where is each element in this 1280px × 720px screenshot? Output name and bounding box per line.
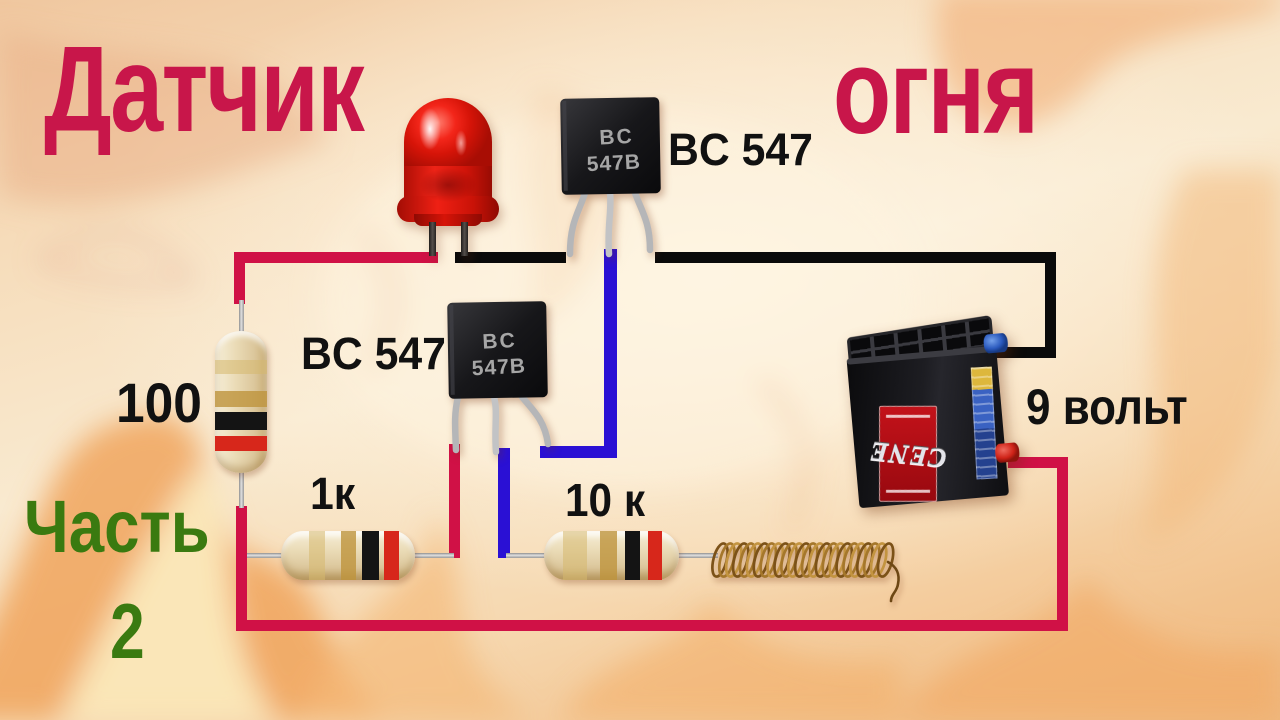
resistor-1k-left-lead [247,553,285,558]
battery-brand-text: CENE [867,435,949,474]
wire-red-left-vertical [236,506,247,631]
wire-blue-base1-vertical [604,249,617,458]
wire-red-bottom-rail [236,620,1068,631]
title-word-left: Датчик [44,21,365,157]
resistor-100-bottom-lead [239,472,244,508]
label-battery-voltage: 9 вольт [1026,379,1188,435]
resistor-1k [281,531,415,580]
wire-red-led-top [234,252,438,263]
resistor-band [384,531,399,580]
label-bc547-top: BC 547 [668,124,813,175]
resistor-10k [544,531,679,580]
wire-black-right-vertical [1045,252,1056,358]
transistor-bottom-bc547: BC 547B [447,301,552,456]
wire-blue-base2-vertical [498,448,510,558]
label-resistor-10k: 10 к [565,474,646,526]
resistor-10k-left-lead [506,553,548,558]
resistor-100-top-lead [239,300,244,334]
resistor-band [341,531,356,580]
resistor-1k-right-lead [412,553,454,558]
red-led [397,96,499,261]
led-inner-shadow [419,168,477,202]
label-resistor-1k: 1к [310,468,356,519]
led-highlight-2 [455,130,467,156]
title-word-right: огня [833,23,1039,159]
led-neck [414,214,482,226]
battery-negative-terminal [982,332,1009,354]
wire-blue-collector2-horizontal [540,446,617,458]
resistor-band [600,531,617,580]
resistor-band [215,391,267,407]
resistor-band [215,360,267,374]
resistor-band [648,531,662,580]
wire-black-top-rail [655,252,1056,263]
wire-red-left-corner [234,252,245,304]
resistor-10k-right-lead [676,553,718,558]
coil-sensor [711,542,900,603]
battery-9v: CENE [844,314,1021,516]
transistor-print-line1: BC [599,125,635,150]
label-bc547-bottom: BC 547 [301,328,446,379]
resistor-band [563,531,587,580]
label-resistor-100: 100 [116,371,202,434]
wire-black-led-to-transistor [455,252,566,263]
wire-red-transistor2-emitter [449,444,460,558]
battery-brand-label: CENE [868,405,948,502]
resistor-band [215,412,267,430]
wire-black-into-terminal [993,347,1045,358]
wire-red-battery-stub [1008,457,1068,468]
led-anode-leg [461,222,468,256]
transistor-top-bc547: BC 547B [560,97,661,258]
transistor-print-line2: 547B [471,355,526,381]
battery-label-stripe [886,489,931,493]
resistor-band [309,531,325,580]
transistor-print-line2: 547B [586,150,641,176]
resistor-band [362,531,379,580]
led-cathode-leg [429,222,436,256]
resistor-100 [215,331,267,473]
battery-positive-terminal [994,442,1021,464]
wire-red-right-vertical [1057,462,1068,625]
resistor-band [215,436,267,451]
label-part-number: 2 [110,587,145,675]
led-highlight [419,108,441,150]
battery-label-stripe [886,414,931,418]
label-part-word: Часть [24,485,210,568]
resistor-band [625,531,640,580]
transistor-print-line1: BC [482,329,518,354]
